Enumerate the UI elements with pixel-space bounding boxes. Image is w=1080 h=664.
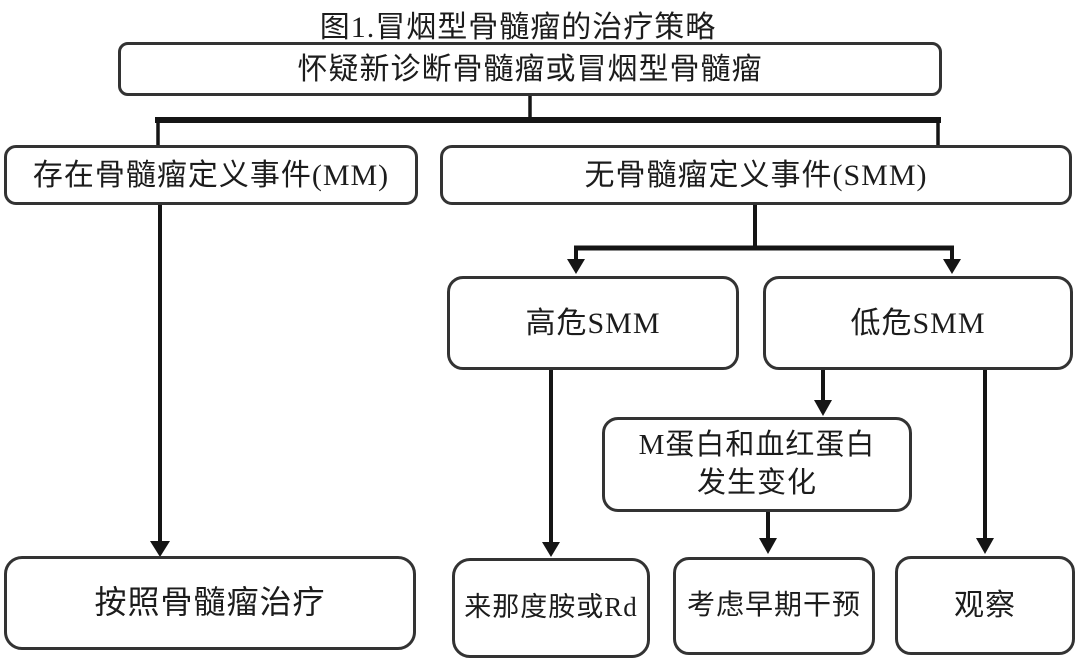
arrowhead-low-risk: [943, 259, 961, 274]
node-label: 按照骨髓瘤治疗: [94, 584, 326, 621]
arrowhead-treat: [150, 541, 170, 557]
node-lenalidomide-or-rd: 来那度胺或Rd: [452, 558, 650, 658]
node-low-risk-smm: 低危SMM: [763, 276, 1073, 370]
node-observation: 观察: [895, 556, 1075, 655]
arrowhead-lena: [542, 542, 560, 557]
node-label: 低危SMM: [850, 306, 986, 340]
node-label-line1: M蛋白和血红蛋白: [638, 428, 876, 461]
figure-title: 图1.冒烟型骨髓瘤的治疗策略: [319, 11, 717, 44]
arrowhead-early: [759, 538, 777, 554]
node-consider-early-intervention: 考虑早期干预: [673, 557, 875, 655]
node-label: 怀疑新诊断骨髓瘤或冒烟型骨髓瘤: [297, 52, 763, 86]
arrowhead-high-risk: [567, 259, 585, 274]
node-label: 高危SMM: [525, 306, 661, 340]
node-label-line2: 发生变化: [696, 466, 817, 499]
node-label: 无骨髓瘤定义事件(SMM): [584, 158, 928, 192]
node-treat-as-myeloma: 按照骨髓瘤治疗: [4, 556, 416, 650]
node-label: 来那度胺或Rd: [464, 592, 638, 623]
node-mprotein-hemoglobin-change: M蛋白和血红蛋白 发生变化: [602, 417, 912, 512]
node-mde-absent-smm: 无骨髓瘤定义事件(SMM): [440, 145, 1072, 205]
node-high-risk-smm: 高危SMM: [447, 276, 739, 370]
node-suspect-new-diagnosis: 怀疑新诊断骨髓瘤或冒烟型骨髓瘤: [118, 42, 942, 96]
node-label: 观察: [954, 589, 1016, 622]
arrowhead-mprotein: [814, 400, 832, 416]
arrowhead-observe: [976, 538, 994, 554]
node-mde-present-mm: 存在骨髓瘤定义事件(MM): [4, 145, 418, 205]
node-label: 考虑早期干预: [686, 589, 861, 621]
node-label: 存在骨髓瘤定义事件(MM): [32, 158, 390, 192]
